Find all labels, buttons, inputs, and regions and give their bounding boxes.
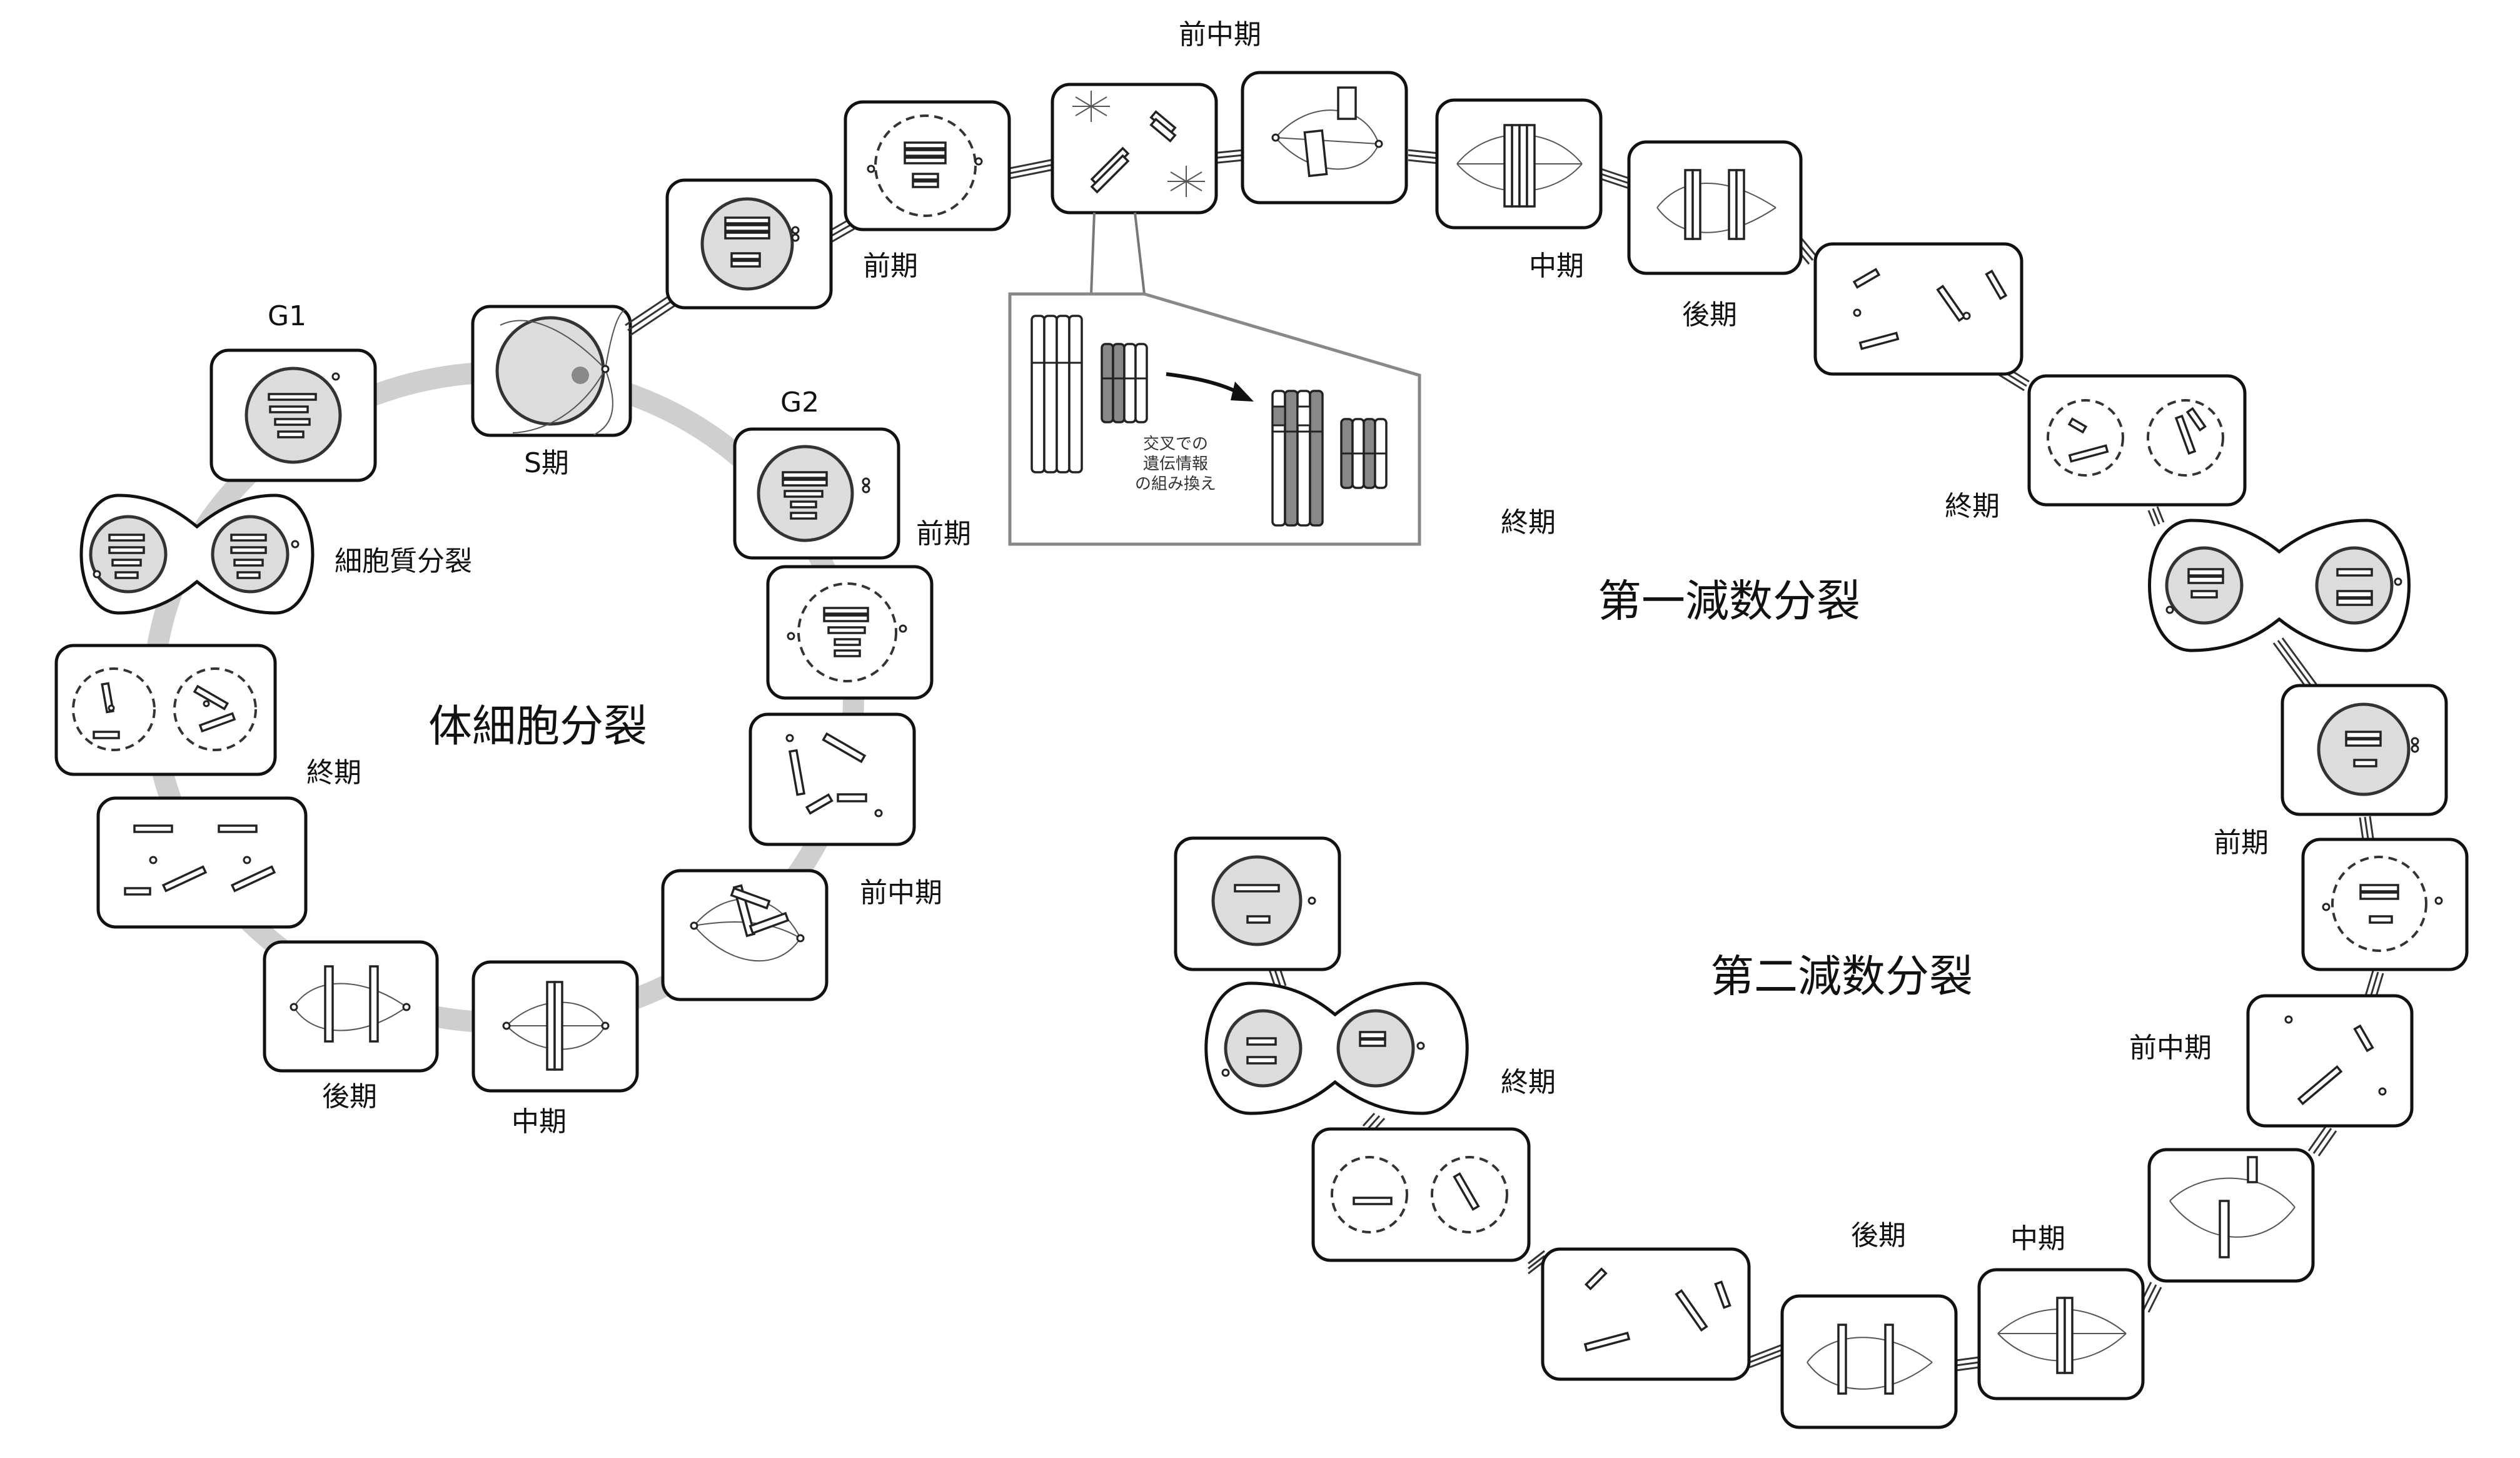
cell-mitosis-prophase xyxy=(766,565,934,700)
crossover-caption-line2: 遺伝情報 xyxy=(1143,455,1208,473)
cell-mitosis-telophase-early xyxy=(96,796,308,929)
label-meiosis2-anaphase: 後期 xyxy=(1851,1220,1906,1252)
label-meiosis2-prophase: 前期 xyxy=(2214,827,2269,859)
label-meiosis1-metaphase: 中期 xyxy=(1529,250,1584,282)
meiosis1-sequence: 交叉での 遺伝情報 の組み換え xyxy=(625,19,2411,840)
cell-g1 xyxy=(209,348,377,482)
label-meiosis1-telophase-b: 終期 xyxy=(1945,490,2000,522)
label-g2: G2 xyxy=(780,387,819,418)
label-meiosis2-telophase: 終期 xyxy=(1501,1066,1556,1098)
cell-meiosis1-anaphase xyxy=(1627,140,1803,275)
cell-mitosis-anaphase xyxy=(263,940,439,1073)
cell-meiosis2-final xyxy=(1174,836,1341,971)
cell-mitosis-prometaphase-early xyxy=(748,712,916,846)
cell-meiosis1-metaphase xyxy=(1435,98,1603,230)
label-mitosis-prometaphase: 前中期 xyxy=(860,877,942,909)
cell-meiosis2-metaphase xyxy=(1977,1268,2145,1400)
label-meiosis1-telophase-a: 終期 xyxy=(1501,507,1556,539)
label-mitosis-prophase: 前期 xyxy=(916,518,971,550)
cell-meiosis2-prometaphase-spindle xyxy=(2147,1148,2315,1283)
cell-g2 xyxy=(733,427,900,560)
cell-meiosis2-telophase xyxy=(1311,1127,1531,1262)
chromosome-pair-after xyxy=(1271,390,1324,527)
label-meiosis1-prophase: 前期 xyxy=(863,250,918,282)
cell-meiosis1-prometaphase xyxy=(1051,83,1218,215)
crossover-inset: 交叉での 遺伝情報 の組み換え xyxy=(1008,212,1421,546)
label-g1: G1 xyxy=(268,300,306,332)
cell-meiosis2-prometaphase xyxy=(2246,994,2414,1128)
chromosome-pair-before-gray xyxy=(1101,343,1148,423)
cell-meiosis1-cytokinesis xyxy=(2148,519,2411,652)
chromosome-pair-after-small xyxy=(1340,418,1388,489)
cell-meiosis2-anaphase xyxy=(1780,1294,1958,1429)
title-mitosis: 体細胞分裂 xyxy=(428,701,647,752)
chromosome-pair-before-white xyxy=(1031,315,1083,473)
cell-meiosis2-telophase-early xyxy=(1541,1247,1751,1381)
cell-mitosis-metaphase xyxy=(471,960,639,1093)
cell-mitosis-prometaphase xyxy=(661,869,829,1001)
mitosis-cycle: G1 S期 G2 前期 前中期 中期 後期 終期 細胞質分裂 体細胞分裂 xyxy=(54,300,971,1138)
cell-meiosis1-telophase xyxy=(2027,374,2247,507)
label-meiosis2-metaphase: 中期 xyxy=(2010,1223,2065,1255)
cell-cytokinesis xyxy=(79,494,315,615)
label-mitosis-anaphase: 後期 xyxy=(322,1081,377,1113)
label-cytokinesis: 細胞質分裂 xyxy=(335,545,472,577)
cell-meiosis1-prophase-early xyxy=(665,178,833,310)
cell-meiosis1-telophase-early xyxy=(1813,242,2024,376)
cell-meiosis1-prometaphase-spindle xyxy=(1241,71,1408,205)
cell-mitosis-telophase xyxy=(54,644,277,776)
label-mitosis-telophase: 終期 xyxy=(306,757,361,789)
title-meiosis1: 第一減数分裂 xyxy=(1598,575,1860,627)
cell-meiosis2-prophase-early xyxy=(2281,684,2448,816)
meiosis2-sequence: 前期 前中期 中期 後期 終期 第二減数分裂 xyxy=(1174,684,2469,1429)
cell-meiosis1-prophase xyxy=(844,100,1011,231)
label-meiosis2-prometaphase: 前中期 xyxy=(2129,1032,2212,1064)
label-meiosis1-anaphase: 後期 xyxy=(1682,299,1737,331)
cell-s-phase xyxy=(471,305,632,437)
crossover-caption-line1: 交叉での xyxy=(1143,435,1208,453)
title-meiosis2: 第二減数分裂 xyxy=(1710,951,1973,1002)
cell-meiosis2-prophase xyxy=(2301,838,2469,971)
label-s-phase: S期 xyxy=(524,447,569,479)
label-mitosis-metaphase: 中期 xyxy=(512,1106,567,1138)
crossover-caption-line3: の組み換え xyxy=(1135,475,1216,494)
cell-meiosis2-cytokinesis xyxy=(1204,981,1469,1115)
label-meiosis1-prometaphase: 前中期 xyxy=(1179,19,1261,51)
